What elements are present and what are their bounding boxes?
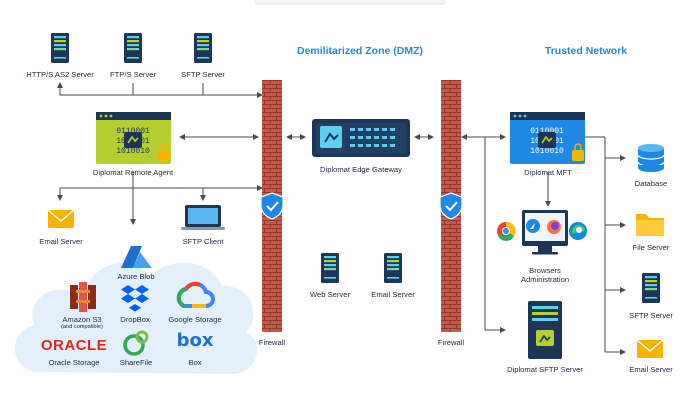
- header-card: [254, 0, 446, 5]
- shield-icon-right: [439, 192, 463, 220]
- dmz-zone-title: Demilitarized Zone (DMZ): [296, 45, 424, 57]
- sftp-client-label: SFTP Client: [182, 237, 224, 246]
- sftp-server-icon: [194, 33, 212, 63]
- cloud-storage-area: [14, 262, 258, 374]
- dmz-email-server-label: Email Server: [371, 290, 415, 299]
- web-server-label: Web Server: [310, 290, 350, 299]
- database-label: Database: [634, 179, 668, 188]
- dropbox-label: DropBox: [120, 315, 150, 324]
- sharefile-label: ShareFile: [119, 358, 153, 367]
- browsers-label: Browsers: [529, 266, 561, 275]
- web-server-icon: [321, 253, 339, 283]
- right-sftp-server-icon: [642, 273, 660, 303]
- box-logo-text: box: [176, 330, 214, 351]
- amazon-s3-sublabel: (and compatible): [61, 324, 103, 330]
- database-icon: [637, 144, 665, 172]
- firewall-left-label: Firewall: [258, 338, 286, 347]
- google-storage-label: Google Storage: [168, 315, 222, 324]
- sharefile-logo-icon: [123, 330, 149, 356]
- diplomat-sftp-server-label: Diplomat SFTP Server: [507, 365, 583, 374]
- edge-gateway-device-icon: [312, 119, 410, 157]
- svg-text:0110001: 0110001: [116, 127, 150, 136]
- box-label: Box: [188, 358, 202, 367]
- oracle-logo-text: ORACLE: [40, 337, 108, 354]
- file-server-label: File Server: [632, 243, 670, 252]
- right-email-envelope-icon: [636, 339, 664, 358]
- ftp-server-label: FTP/S Server: [110, 70, 156, 79]
- azure-blob-logo-icon: [121, 246, 152, 268]
- shield-icon: [260, 192, 284, 220]
- oracle-storage-label: Oracle Storage: [48, 358, 100, 367]
- amazon-s3-logo-icon: [70, 282, 96, 312]
- firewall-right-label: Firewall: [437, 338, 465, 347]
- sftp-client-laptop-icon: [181, 205, 225, 230]
- sftp-server-label: SFTP Server: [181, 70, 225, 79]
- http-as2-server-label: HTTP/S AS2 Server: [26, 70, 94, 79]
- right-sftp-server-label: SFTP Server: [629, 311, 673, 320]
- folder-icon: [636, 214, 664, 236]
- firefox-icon: [547, 220, 561, 234]
- chrome-icon: [497, 221, 516, 241]
- svg-text:1010010: 1010010: [116, 147, 150, 156]
- svg-text:1010010: 1010010: [530, 147, 564, 156]
- ftp-server-icon: [124, 33, 142, 63]
- safari-icon: [526, 219, 540, 233]
- http-as2-server-icon: [51, 33, 69, 63]
- trusted-zone-title: Trusted Network: [544, 45, 628, 57]
- amazon-s3-label: Amazon S3: [62, 315, 102, 324]
- svg-text:0110001: 0110001: [530, 127, 564, 136]
- remote-agent-label: Diplomat Remote Agent: [92, 168, 174, 177]
- edge-browser-icon: [569, 222, 587, 240]
- diplomat-sftp-server-icon: [528, 301, 562, 359]
- connector-lines: [57, 82, 626, 355]
- email-server-envelope-icon: [47, 209, 75, 228]
- right-email-server-label: Email Server: [629, 365, 673, 374]
- google-storage-logo-icon: [176, 281, 215, 308]
- dmz-email-server-icon: [384, 253, 402, 283]
- administration-label: Administration: [520, 275, 570, 284]
- dropbox-logo-icon: [121, 285, 149, 312]
- diplomat-mft-label: Diplomat MFT: [524, 168, 572, 177]
- edge-gateway-label: Diplomat Edge Gateway: [320, 165, 402, 174]
- azure-blob-label: Azure Blob: [117, 272, 155, 281]
- email-server-label: Email Server: [39, 237, 83, 246]
- browsers-admin-icon: [522, 210, 568, 255]
